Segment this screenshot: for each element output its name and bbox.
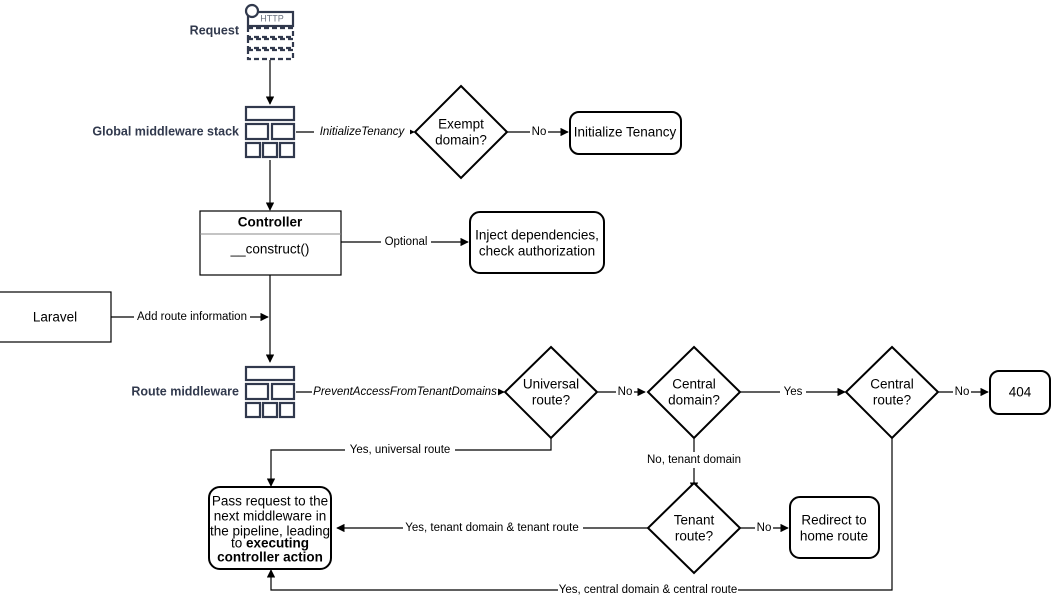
- node-central-domain-line1: Central: [672, 377, 716, 392]
- edge-label-bg-central-route-no: [953, 384, 971, 400]
- edge-label-bg-tenant-route-yes: [403, 520, 583, 536]
- node-inject-dependencies[interactable]: Inject dependencies, check authorization: [469, 211, 605, 274]
- edge-label-bg-universal-yes: [345, 442, 455, 458]
- node-pass-request-line5: controller action: [217, 550, 323, 565]
- edge-label-bg-central-domain-yes: [780, 384, 806, 400]
- node-tenant-route-line1: Tenant: [674, 513, 715, 528]
- edge-label-universal-yes: Yes, universal route: [350, 444, 451, 456]
- node-central-route-line1: Central: [870, 377, 914, 392]
- node-inject-line1: Inject dependencies,: [475, 228, 599, 243]
- edge-label-add-route-information: Add route information: [137, 311, 247, 323]
- node-pass-request-line4-bold: executing: [246, 535, 309, 550]
- edge-label-central-route-no: No: [955, 386, 970, 398]
- node-tenant-route[interactable]: Tenant route?: [646, 481, 742, 575]
- node-initialize-tenancy[interactable]: Initialize Tenancy: [569, 111, 682, 155]
- node-exempt-domain[interactable]: Exempt domain?: [413, 84, 509, 180]
- node-404-label: 404: [1009, 385, 1032, 400]
- edge-label-bg-initialize-tenancy: [314, 124, 410, 140]
- edge-label-bg-central-route-yes: [558, 582, 738, 598]
- node-redirect-line2: home route: [800, 529, 868, 544]
- node-404[interactable]: 404: [989, 370, 1051, 415]
- edge-label-bg-optional: [381, 234, 431, 250]
- node-central-domain-line2: domain?: [668, 393, 720, 408]
- node-controller-title: Controller: [238, 215, 303, 230]
- edge-label-bg-universal-no: [616, 384, 634, 400]
- node-redirect-line1: Redirect to: [801, 513, 866, 528]
- node-universal-route-line1: Universal: [523, 377, 579, 392]
- node-exempt-domain-line2: domain?: [435, 133, 487, 148]
- http-label: HTTP: [260, 13, 284, 23]
- node-controller[interactable]: Controller __construct(): [199, 210, 342, 276]
- middleware-stack-icon-route: [244, 365, 296, 419]
- edge-label-tenant-route-no: No: [757, 522, 772, 534]
- edge-label-bg-tenant-route-no: [755, 520, 773, 536]
- node-pass-request-line4: to executing: [231, 535, 309, 550]
- middleware-stack-icon-global: [244, 105, 296, 159]
- label-global-middleware-stack: Global middleware stack: [92, 124, 239, 138]
- edge-label-central-domain-no: No, tenant domain: [647, 454, 741, 466]
- node-pass-request-line3: the pipeline, leading: [210, 524, 330, 539]
- label-request: Request: [190, 23, 240, 37]
- node-laravel-label: Laravel: [33, 310, 77, 325]
- edge-label-exempt-no: No: [532, 126, 547, 138]
- edge-label-optional: Optional: [385, 236, 428, 248]
- node-initialize-tenancy-label: Initialize Tenancy: [574, 125, 677, 140]
- node-pass-request[interactable]: Pass request to the next middleware in t…: [208, 486, 332, 570]
- label-route-middleware: Route middleware: [131, 384, 239, 398]
- edge-label-bg-central-domain-no: [640, 452, 750, 468]
- node-central-route[interactable]: Central route?: [844, 345, 940, 440]
- edge-label-bg-exempt-no: [530, 124, 548, 140]
- node-central-domain[interactable]: Central domain?: [646, 345, 742, 440]
- node-pass-request-line1: Pass request to the: [212, 494, 328, 509]
- node-universal-route-line2: route?: [532, 393, 570, 408]
- edge-label-universal-no: No: [618, 386, 633, 398]
- node-central-route-line2: route?: [873, 393, 911, 408]
- node-universal-route[interactable]: Universal route?: [503, 345, 599, 440]
- node-pass-request-line2: next middleware in: [214, 509, 327, 524]
- edge-label-prevent-access: PreventAccessFromTenantDomains: [313, 386, 497, 398]
- node-exempt-domain-line1: Exempt: [438, 117, 484, 132]
- edge-label-initialize-tenancy: InitializeTenancy: [320, 126, 406, 138]
- node-pass-request-line4-prefix: to: [231, 535, 246, 550]
- edge-label-bg-add-route-information: [134, 309, 250, 325]
- node-inject-line2: check authorization: [479, 244, 595, 259]
- edge-label-tenant-route-yes: Yes, tenant domain & tenant route: [405, 522, 578, 534]
- node-controller-method: __construct(): [230, 242, 310, 257]
- node-laravel[interactable]: Laravel: [0, 291, 112, 343]
- edge-label-central-domain-yes: Yes: [784, 386, 803, 398]
- edge-label-central-route-yes: Yes, central domain & central route: [559, 584, 738, 596]
- node-redirect-home-route[interactable]: Redirect to home route: [789, 496, 880, 559]
- edge-label-bg-prevent-access: [312, 384, 498, 400]
- http-request-icon: HTTP: [244, 3, 295, 61]
- node-tenant-route-line2: route?: [675, 529, 713, 544]
